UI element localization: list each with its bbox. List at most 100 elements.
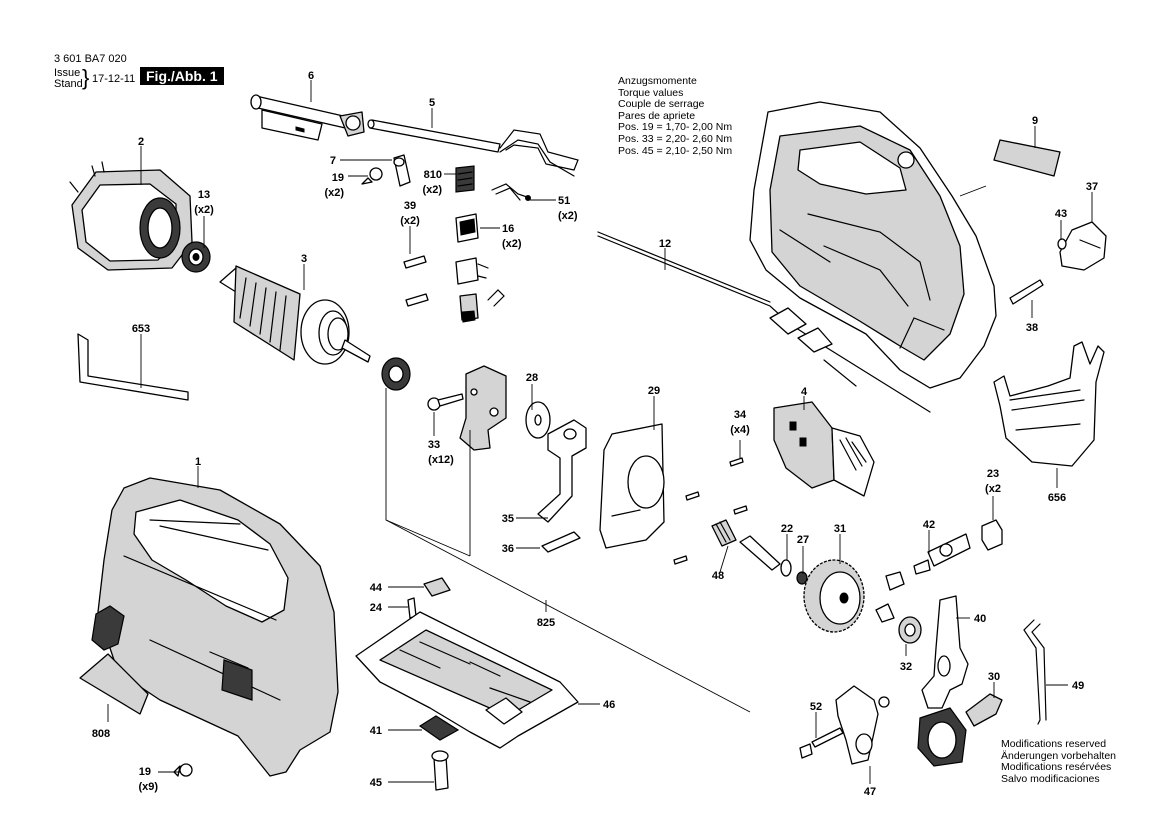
part-38-pin xyxy=(1009,279,1044,305)
part-49-spring xyxy=(1023,619,1047,725)
part-5-rod xyxy=(367,119,579,177)
label-653: 653 xyxy=(132,323,150,335)
part-35-bracket xyxy=(537,419,587,523)
torque-line: Pos. 45 = 2,10- 2,50 Nm xyxy=(618,144,733,157)
part-4-switch xyxy=(773,401,875,497)
torque-values-block: Anzugsmomente Torque values Couple de se… xyxy=(618,75,733,157)
part-23-cube xyxy=(981,519,1003,551)
part-6-lever xyxy=(250,94,365,141)
part-47-holder xyxy=(835,685,890,765)
bearing-small xyxy=(381,357,411,391)
label-808: 808 xyxy=(92,728,110,740)
gearbox-plate xyxy=(459,365,507,451)
label-16-qty: (x2) xyxy=(502,238,522,250)
label-34: 34 xyxy=(734,409,747,421)
part-7-clip xyxy=(393,154,411,187)
part-19-screw-bottom xyxy=(173,763,193,777)
label-23: 23 xyxy=(987,468,999,480)
part-28-washer xyxy=(525,401,551,439)
modifications-block: Modifications reserved Änderungen vorbeh… xyxy=(1001,738,1117,785)
part-43-pin xyxy=(1057,238,1067,250)
part-42-roller xyxy=(885,533,971,591)
part-656-hood xyxy=(993,341,1105,467)
modifications-line: Modifications reserved xyxy=(1001,738,1107,750)
part-22-washer xyxy=(780,559,792,577)
label-47: 47 xyxy=(864,786,876,798)
part-33-screw xyxy=(427,393,464,411)
modifications-line: Modifications resérvées xyxy=(1001,761,1112,774)
label-7: 7 xyxy=(330,155,336,167)
label-13-qty: (x2) xyxy=(194,204,214,216)
label-825: 825 xyxy=(537,617,555,629)
part-37-latch xyxy=(1059,221,1107,271)
part-48-sleeve xyxy=(711,519,781,571)
label-44: 44 xyxy=(370,582,383,594)
label-656: 656 xyxy=(1048,492,1066,504)
part-16-brush xyxy=(455,213,505,323)
part-810-brush-spring xyxy=(455,165,475,193)
label-35: 35 xyxy=(502,513,514,525)
label-19-bottom: 19 xyxy=(139,766,151,778)
label-30: 30 xyxy=(988,671,1000,683)
label-1: 1 xyxy=(195,456,201,468)
label-810-qty: (x2) xyxy=(422,184,442,196)
part-31-gear xyxy=(803,559,865,633)
part-44-pad xyxy=(423,577,451,597)
label-38: 38 xyxy=(1026,322,1038,334)
part-39-pins xyxy=(403,255,429,307)
part-12-cable xyxy=(597,231,931,413)
part-labels: 6 5 2 13 (x2) 7 19 (x2) 810 (x2) 51 (x2)… xyxy=(92,70,1098,798)
part-9-label-plate xyxy=(993,139,1061,177)
part-number: 3 601 BA7 020 xyxy=(54,53,127,65)
label-33-qty: (x12) xyxy=(428,454,454,466)
part-825-assembly-lines xyxy=(385,388,751,713)
label-51-qty: (x2) xyxy=(558,210,578,222)
label-39-qty: (x2) xyxy=(400,215,420,227)
label-52: 52 xyxy=(810,701,822,713)
figure-tag: Fig./Abb. 1 xyxy=(140,67,224,85)
torque-line: Couple de serrage xyxy=(618,98,705,111)
torque-line: Pos. 19 = 1,70- 2,00 Nm xyxy=(618,121,733,134)
torque-line: Pares de apriete xyxy=(618,109,696,122)
label-5: 5 xyxy=(429,97,435,109)
label-41: 41 xyxy=(370,725,382,737)
part-653-hex-key xyxy=(77,333,189,401)
label-28: 28 xyxy=(526,372,538,384)
label-19-bottom-qty: (x9) xyxy=(138,781,158,793)
modifications-line: Änderungen vorbehalten xyxy=(1001,749,1117,762)
housing-half-right xyxy=(749,101,997,389)
label-23-qty: (x2 xyxy=(985,483,1001,495)
part-30-support xyxy=(965,693,1003,727)
label-43: 43 xyxy=(1055,208,1067,220)
label-6: 6 xyxy=(308,70,314,82)
issue-date: 17-12-11 xyxy=(92,73,136,85)
label-45: 45 xyxy=(370,777,382,789)
part-52-pin xyxy=(799,727,844,759)
modifications-line: Salvo modificaciones xyxy=(1001,772,1100,785)
label-39: 39 xyxy=(404,200,416,212)
label-24: 24 xyxy=(370,602,383,614)
torque-line: Pos. 33 = 2,20- 2,60 Nm xyxy=(618,132,733,145)
label-29: 29 xyxy=(648,385,660,397)
label-48: 48 xyxy=(712,570,724,582)
label-27: 27 xyxy=(797,534,809,546)
label-33: 33 xyxy=(428,439,440,451)
label-49: 49 xyxy=(1072,680,1084,692)
part-40-plunger xyxy=(917,595,969,767)
part-29-guide-plate xyxy=(599,423,665,549)
part-13-bearing xyxy=(181,241,211,273)
label-36: 36 xyxy=(502,543,514,555)
issue-label: Issue xyxy=(54,67,81,79)
part-808-label-plate xyxy=(79,653,149,715)
label-32: 32 xyxy=(900,661,912,673)
label-42: 42 xyxy=(923,519,935,531)
part-51-clip xyxy=(491,183,531,201)
torque-line: Torque values xyxy=(618,86,684,99)
label-2: 2 xyxy=(138,136,144,148)
label-40: 40 xyxy=(974,613,986,625)
part-45-screw xyxy=(431,750,449,791)
label-34-qty: (x4) xyxy=(730,424,750,436)
label-19-top: 19 xyxy=(332,172,344,184)
